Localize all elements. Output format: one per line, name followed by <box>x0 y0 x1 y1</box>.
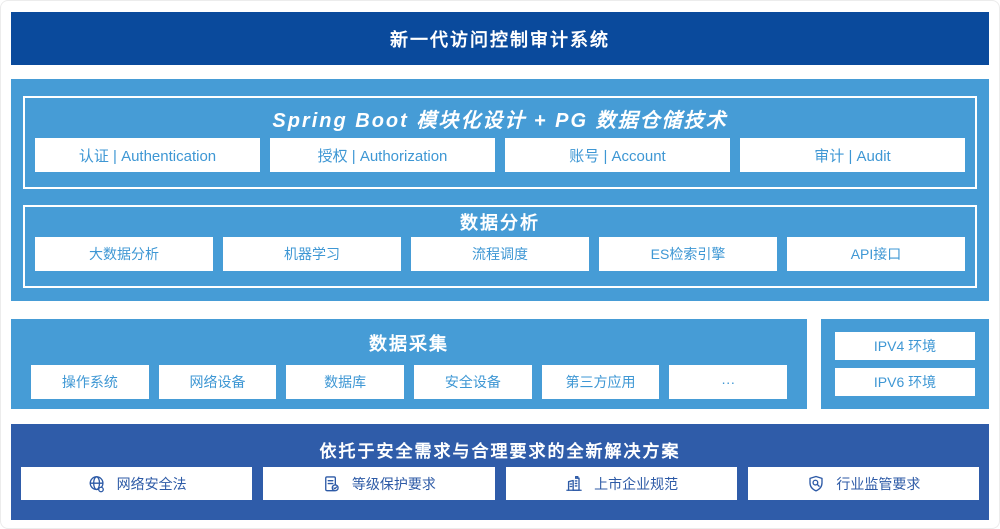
collection-box-network: 网络设备 <box>158 365 277 399</box>
collection-layer: 数据采集 操作系统 网络设备 数据库 安全设备 第三方应用 ··· IPV4 环… <box>11 319 989 409</box>
analysis-box-bigdata: 大数据分析 <box>35 237 213 271</box>
environment-panel: IPV4 环境 IPV6 环境 <box>821 319 989 409</box>
collection-title: 数据采集 <box>369 334 449 354</box>
analysis-box-es: ES检索引擎 <box>599 237 777 271</box>
page-title: 新一代访问控制审计系统 <box>390 29 610 50</box>
env-box-ipv6: IPV6 环境 <box>835 368 975 396</box>
env-box-ipv4: IPV4 环境 <box>835 332 975 360</box>
collection-box-database: 数据库 <box>286 365 405 399</box>
solution-row: 网络安全法 等级保护要求 <box>21 467 979 500</box>
collection-items-row: 操作系统 网络设备 数据库 安全设备 第三方应用 ··· <box>31 365 788 399</box>
collection-panel: 数据采集 操作系统 网络设备 数据库 安全设备 第三方应用 ··· <box>11 319 807 409</box>
solution-box-label: 行业监管要求 <box>836 475 921 492</box>
module-box-authorization: 授权 | Authorization <box>270 138 495 172</box>
solution-box-label: 网络安全法 <box>116 475 187 492</box>
solution-box-classified-protection: 等级保护要求 <box>263 467 495 500</box>
platform-panel: Spring Boot 模块化设计 + PG 数据仓储技术 认证 | Authe… <box>11 79 989 301</box>
module-box-audit: 审计 | Audit <box>740 138 965 172</box>
solution-panel: 依托于安全需求与合理要求的全新解决方案 网络安全法 <box>11 424 989 520</box>
document-check-icon <box>322 474 342 494</box>
modules-row: 认证 | Authentication 授权 | Authorization 账… <box>25 138 975 172</box>
modules-section: Spring Boot 模块化设计 + PG 数据仓储技术 认证 | Authe… <box>23 96 977 189</box>
analysis-section-title: 数据分析 <box>460 213 540 233</box>
solution-box-cybersecurity-law: 网络安全法 <box>21 467 253 500</box>
solution-box-listed-company: 上市企业规范 <box>505 467 737 500</box>
globe-icon <box>87 474 107 494</box>
collection-box-thirdparty: 第三方应用 <box>541 365 660 399</box>
modules-section-title: Spring Boot 模块化设计 + PG 数据仓储技术 <box>272 109 728 132</box>
module-box-authentication: 认证 | Authentication <box>35 138 260 172</box>
analysis-row: 大数据分析 机器学习 流程调度 ES检索引擎 API接口 <box>25 237 975 271</box>
solution-box-industry-regulation: 行业监管要求 <box>747 467 979 500</box>
analysis-box-ml: 机器学习 <box>223 237 401 271</box>
page-title-bar: 新一代访问控制审计系统 <box>11 12 989 65</box>
collection-box-more: ··· <box>669 365 788 399</box>
analysis-box-workflow: 流程调度 <box>411 237 589 271</box>
building-icon <box>564 474 584 494</box>
solution-box-label: 上市企业规范 <box>594 475 679 492</box>
analysis-box-api: API接口 <box>787 237 965 271</box>
shield-search-icon <box>806 474 826 494</box>
solution-title: 依托于安全需求与合理要求的全新解决方案 <box>319 441 681 461</box>
collection-box-security: 安全设备 <box>414 365 532 399</box>
collection-box-os: 操作系统 <box>31 365 149 399</box>
module-box-account: 账号 | Account <box>505 138 730 172</box>
solution-box-label: 等级保护要求 <box>351 475 436 492</box>
analysis-section: 数据分析 大数据分析 机器学习 流程调度 ES检索引擎 API接口 <box>23 205 977 288</box>
